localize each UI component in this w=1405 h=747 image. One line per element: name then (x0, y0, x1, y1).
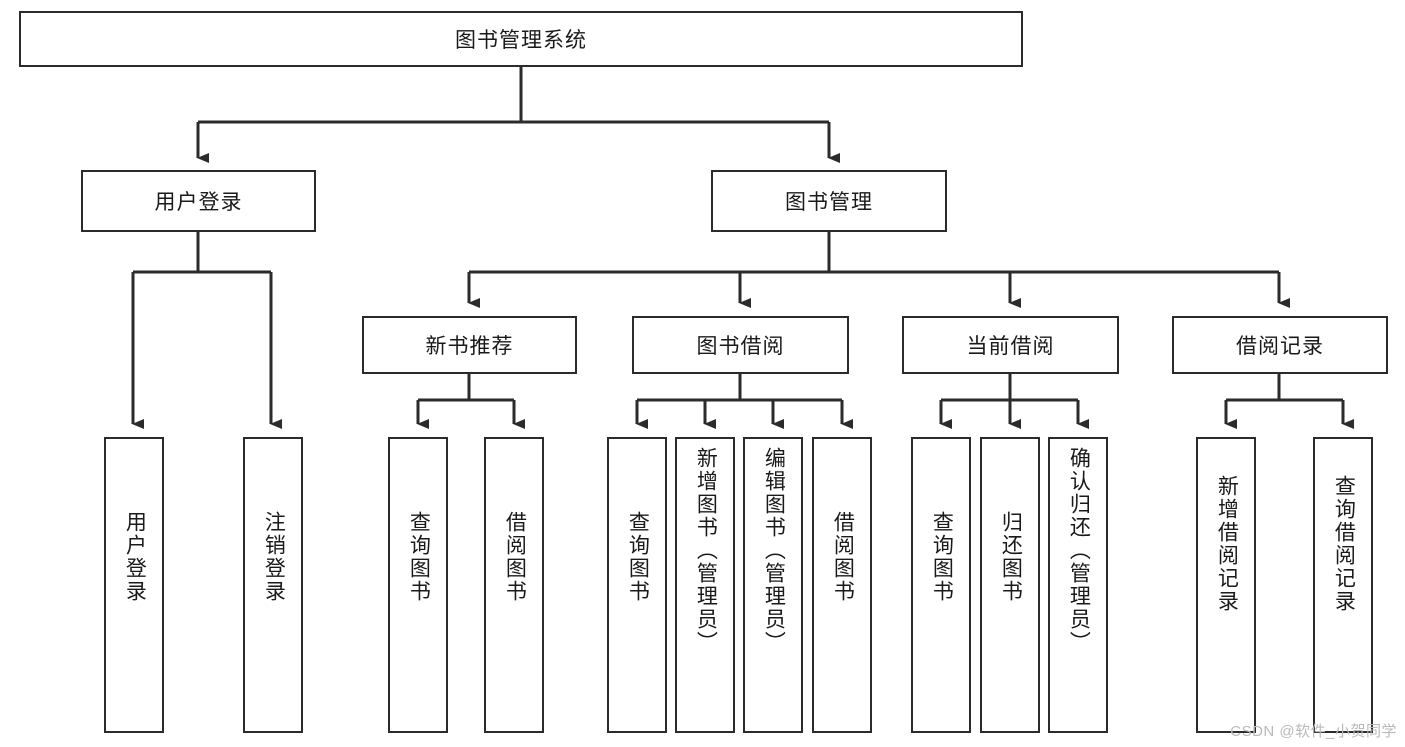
leaf-label: 新增图书（管理员） (694, 447, 718, 654)
node-label: 借阅记录 (1236, 335, 1324, 358)
leaf-node-add-book-admin[interactable]: 新增图书（管理员） (675, 437, 735, 733)
node-book-borrow[interactable]: 图书借阅 (632, 316, 849, 374)
leaf-node-query-book-recommend[interactable]: 查询图书 (388, 437, 448, 733)
leaf-node-borrow-book[interactable]: 借阅图书 (812, 437, 872, 733)
node-new-book-recommend[interactable]: 新书推荐 (362, 316, 577, 374)
leaf-node-user-login[interactable]: 用户登录 (104, 437, 164, 733)
node-user-login[interactable]: 用户登录 (81, 170, 316, 232)
leaf-node-logout-login[interactable]: 注销登录 (243, 437, 303, 733)
node-label: 当前借阅 (966, 335, 1055, 358)
leaf-label: 注销登录 (262, 511, 286, 603)
leaf-label: 确认归还（管理员） (1067, 447, 1091, 654)
node-borrow-record[interactable]: 借阅记录 (1172, 316, 1388, 374)
leaf-label: 新增借阅记录 (1215, 475, 1239, 613)
leaf-label: 查询图书 (626, 511, 650, 603)
leaf-label: 查询图书 (930, 511, 954, 603)
leaf-label: 查询借阅记录 (1332, 475, 1356, 613)
leaf-label: 归还图书 (999, 511, 1023, 603)
leaf-node-edit-book-admin[interactable]: 编辑图书（管理员） (743, 437, 803, 733)
csdn-watermark: CSDN @软件_小贺同学 (1230, 723, 1397, 740)
leaf-node-query-borrow-record[interactable]: 查询借阅记录 (1313, 437, 1373, 733)
leaf-label: 编辑图书（管理员） (762, 447, 786, 654)
leaf-node-query-book-borrow[interactable]: 查询图书 (607, 437, 667, 733)
leaf-node-borrow-book-recommend[interactable]: 借阅图书 (484, 437, 544, 733)
node-book-management[interactable]: 图书管理 (711, 170, 947, 232)
node-label: 图书借阅 (696, 335, 785, 358)
leaf-label: 用户登录 (123, 511, 147, 603)
node-label: 用户登录 (154, 191, 243, 214)
node-current-borrow[interactable]: 当前借阅 (902, 316, 1119, 374)
node-label: 图书管理系统 (455, 29, 587, 52)
node-root-book-management-system[interactable]: 图书管理系统 (19, 11, 1023, 67)
leaf-label: 借阅图书 (831, 511, 855, 603)
leaf-node-add-borrow-record[interactable]: 新增借阅记录 (1196, 437, 1256, 733)
leaf-label: 借阅图书 (503, 511, 527, 603)
node-label: 图书管理 (785, 191, 873, 214)
node-label: 新书推荐 (425, 335, 514, 358)
leaf-node-confirm-return-admin[interactable]: 确认归还（管理员） (1048, 437, 1108, 733)
leaf-node-query-book-current[interactable]: 查询图书 (911, 437, 971, 733)
leaf-node-return-book[interactable]: 归还图书 (980, 437, 1040, 733)
leaf-label: 查询图书 (407, 511, 431, 603)
